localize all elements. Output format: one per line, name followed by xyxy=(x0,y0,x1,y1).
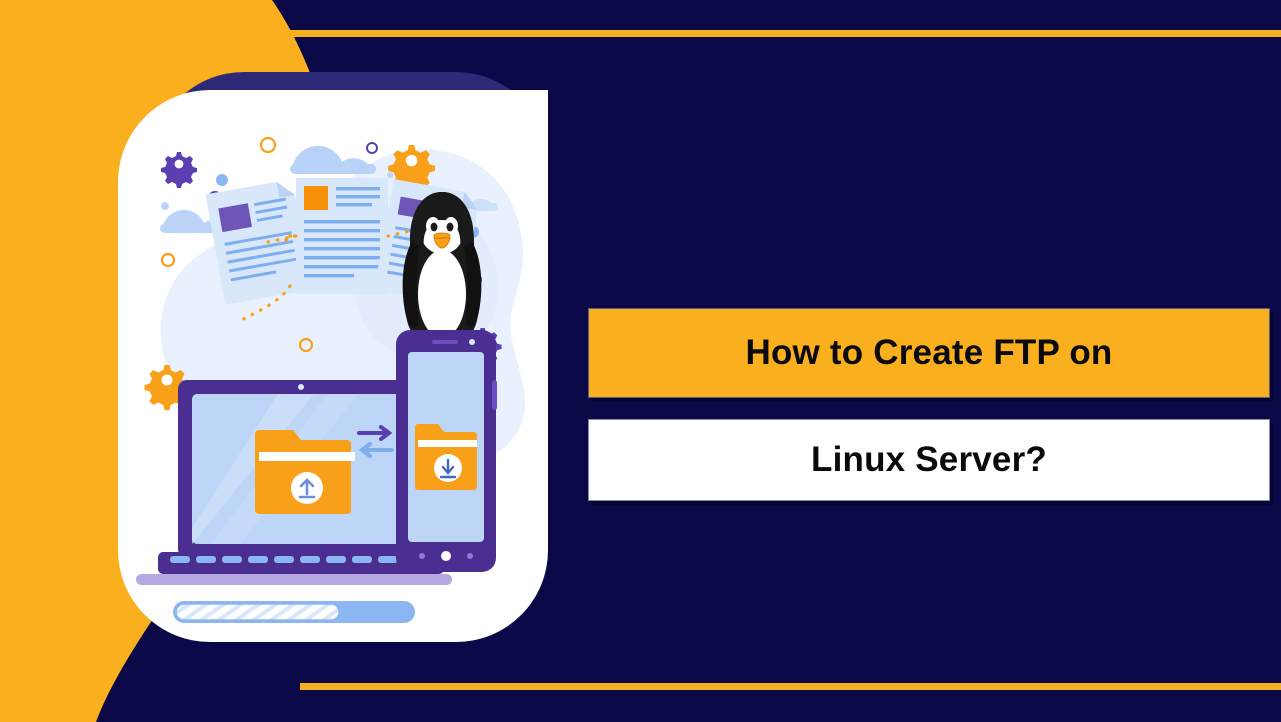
progress-bar-fill xyxy=(175,603,340,621)
folder-download-icon xyxy=(415,424,477,490)
dotted-connector xyxy=(236,284,292,324)
headline-box-line-1: How to Create FTP on xyxy=(588,308,1270,398)
decorative-rule-top xyxy=(288,30,1281,37)
document-icon xyxy=(296,178,388,294)
shelf-bar xyxy=(136,574,452,585)
document-icon xyxy=(205,181,312,305)
folder-upload-icon xyxy=(255,430,355,514)
cloud-icon xyxy=(290,145,376,174)
headline-box-line-2: Linux Server? xyxy=(588,419,1270,501)
laptop-icon xyxy=(158,380,444,574)
file-transfer-illustration xyxy=(136,136,526,623)
smartphone-icon xyxy=(396,330,497,572)
decorative-rule-bottom xyxy=(300,683,1281,690)
transfer-arrows-icon xyxy=(357,425,394,458)
progress-bar xyxy=(173,601,415,623)
gear-icon xyxy=(388,145,435,192)
gear-icon xyxy=(161,152,197,188)
illustration-card xyxy=(118,90,548,642)
